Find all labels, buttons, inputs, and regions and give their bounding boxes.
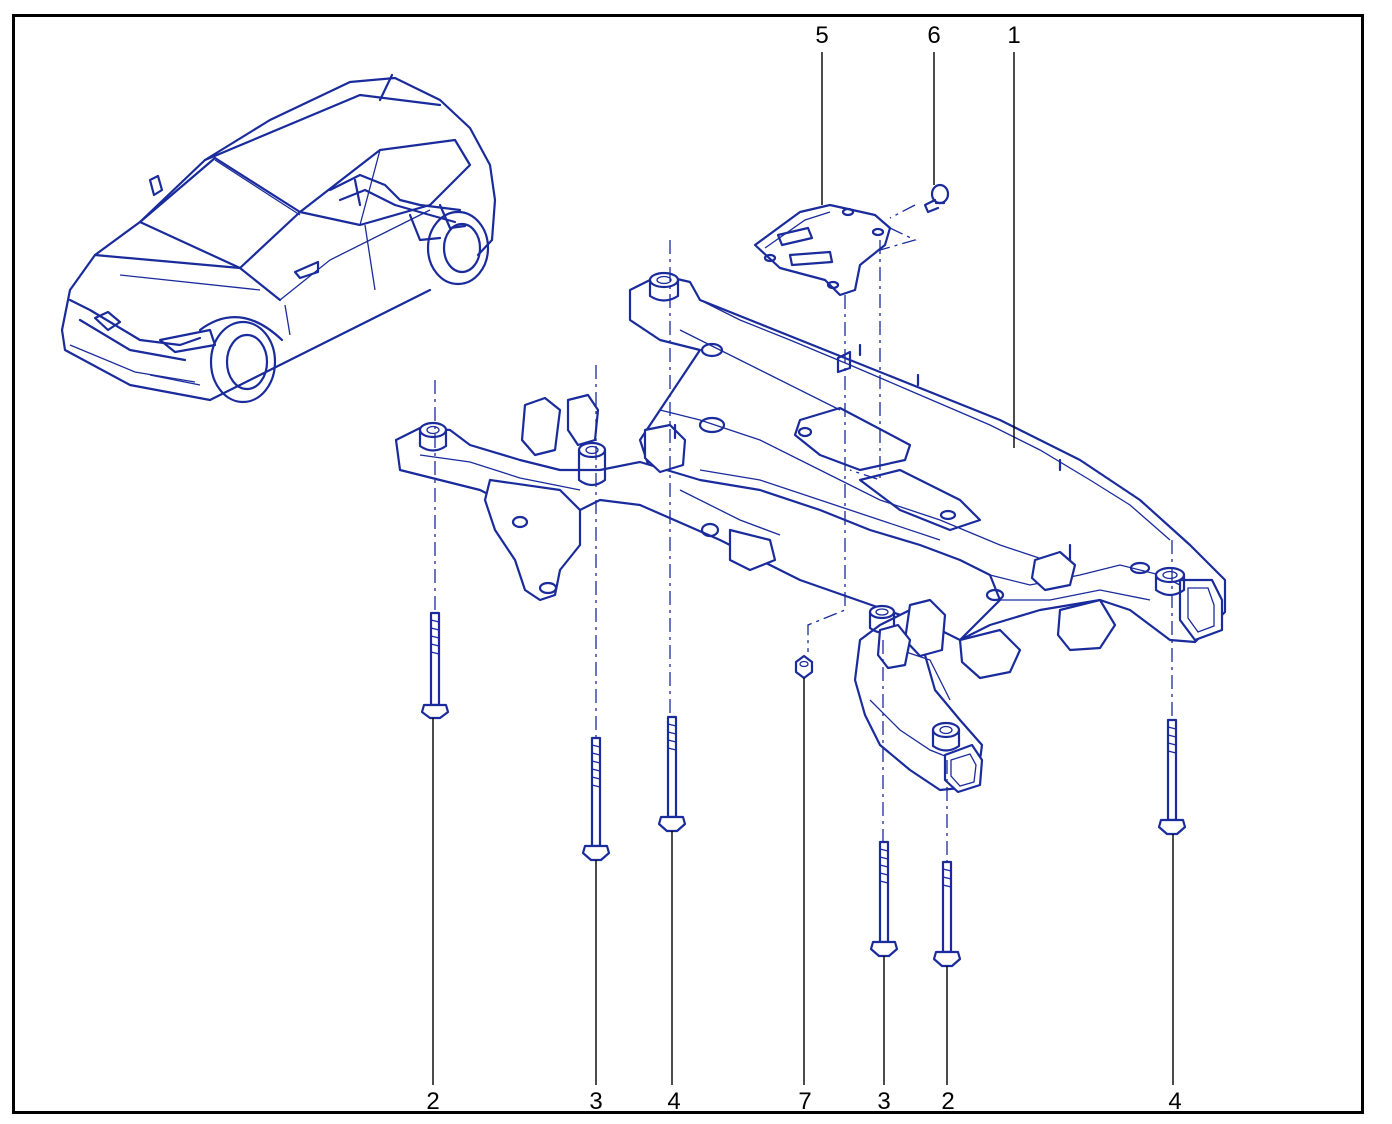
callout-part-4-left: 4 <box>667 1088 681 1115</box>
callout-part-1: 1 <box>1007 22 1021 49</box>
bolt-part-4-right <box>1157 718 1187 836</box>
callout-part-5: 5 <box>815 22 829 49</box>
callout-part-4-right: 4 <box>1168 1088 1182 1115</box>
assembly-axes <box>434 204 1173 862</box>
bushing <box>418 421 448 452</box>
callout-part-3-right: 3 <box>877 1088 891 1115</box>
car-illustration <box>60 73 497 404</box>
callout-part-7: 7 <box>798 1088 812 1115</box>
bushing <box>931 721 961 752</box>
callout-part-2-left: 2 <box>426 1088 440 1115</box>
callout-part-6: 6 <box>927 22 941 49</box>
callout-part-2-right: 2 <box>941 1088 955 1115</box>
bolt-part-3-right <box>869 840 899 958</box>
plate-part-5 <box>753 203 892 297</box>
bushing <box>1154 566 1186 597</box>
bushing <box>577 441 607 487</box>
bolt-part-2-right <box>932 860 962 968</box>
leader-lines <box>432 52 1174 1085</box>
bolt-part-4-left <box>657 715 687 833</box>
bolt-part-2-left <box>420 611 450 720</box>
subframe-part-1 <box>394 271 1227 794</box>
bolt-part-3-left <box>581 736 611 862</box>
bushing <box>648 271 680 302</box>
screw-part-6 <box>923 183 950 214</box>
nut-part-7 <box>794 654 814 680</box>
callout-part-3-left: 3 <box>589 1088 603 1115</box>
